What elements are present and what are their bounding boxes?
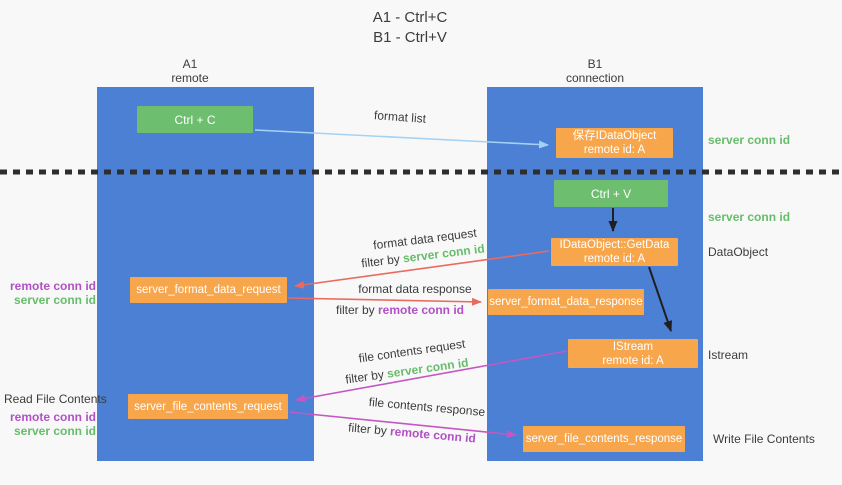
save-dataobject-line2: remote id: A — [583, 144, 646, 156]
server-conn-id-label: server conn id — [13, 424, 96, 438]
server-file-contents-request-label: server_file_contents_request — [134, 400, 282, 413]
filter-by-prefix: filter by — [347, 420, 391, 439]
file-contents-response-label: file contents response — [368, 394, 486, 420]
filter-by-prefix: filter by — [360, 251, 404, 271]
remote-conn-id-label: remote conn id — [9, 279, 96, 293]
server-file-contents-response-box: server_file_contents_response — [523, 426, 685, 452]
server-format-data-request-box: server_format_data_request — [130, 277, 287, 303]
istream-line1: IStream — [612, 340, 654, 353]
title-line-2: B1 - Ctrl+V — [373, 29, 447, 46]
write-file-contents-label: Write File Contents — [713, 432, 815, 446]
lane-header-a1: A1 remote — [130, 57, 250, 85]
format-data-response-label: format data response — [358, 282, 472, 296]
server-file-contents-response-label: server_file_contents_response — [525, 433, 683, 445]
istream-side-label: Istream — [708, 348, 749, 362]
lane-a1-name: A1 — [182, 57, 198, 71]
server-format-data-response-label: server_format_data_response — [489, 296, 643, 308]
getdata-box: IDataObject::GetData remote id: A — [551, 238, 678, 266]
file-contents-response-filter-label: filter by remote conn id — [332, 419, 493, 448]
istream-line2: remote id: A — [602, 354, 664, 367]
lane-b1-name: B1 — [587, 57, 603, 71]
ctrl-c-box: Ctrl + C — [137, 106, 253, 133]
read-file-contents-label: Read File Contents — [4, 392, 107, 406]
left-conn-id-pair-bottom: remote conn id server conn id — [6, 410, 96, 438]
title-line-1: A1 - Ctrl+C — [372, 9, 448, 26]
format-list-label: format list — [373, 108, 427, 126]
remote-conn-id-value: remote conn id — [378, 303, 465, 317]
filter-by-prefix: filter by — [344, 366, 389, 387]
filter-by-prefix: filter by — [335, 303, 378, 317]
save-dataobject-line1: 保存IDataObject — [572, 130, 657, 142]
lane-b1-role: connection — [565, 71, 625, 85]
server-format-data-response-box: server_format_data_response — [488, 289, 644, 315]
ctrl-c-label: Ctrl + C — [174, 112, 216, 127]
server-format-data-request-label: server_format_data_request — [136, 284, 281, 296]
istream-box: IStream remote id: A — [568, 339, 698, 368]
lane-a1-role: remote — [171, 71, 209, 85]
remote-conn-id-label: remote conn id — [9, 410, 96, 424]
lane-header-b1: B1 connection — [535, 57, 655, 85]
format-data-response-filter-label: filter by remote conn id — [330, 303, 470, 318]
left-conn-id-pair-top: remote conn id server conn id — [6, 279, 96, 307]
getdata-line2: remote id: A — [583, 253, 646, 265]
diagram-title: A1 - Ctrl+C B1 - Ctrl+V — [0, 8, 820, 48]
remote-conn-id-value: remote conn id — [389, 424, 477, 446]
getdata-line1: IDataObject::GetData — [559, 239, 670, 251]
save-dataobject-box: 保存IDataObject remote id: A — [556, 128, 673, 158]
ctrl-v-label: Ctrl + V — [590, 186, 632, 201]
server-conn-id-label: server conn id — [13, 293, 96, 307]
dataobject-label: DataObject — [708, 245, 769, 259]
ctrl-v-box: Ctrl + V — [554, 180, 668, 207]
server-file-contents-request-box: server_file_contents_request — [128, 394, 288, 419]
server-conn-id-label-top: server conn id — [708, 133, 791, 147]
format-data-response-arrow — [287, 297, 482, 306]
server-conn-id-label-mid: server conn id — [708, 210, 791, 224]
